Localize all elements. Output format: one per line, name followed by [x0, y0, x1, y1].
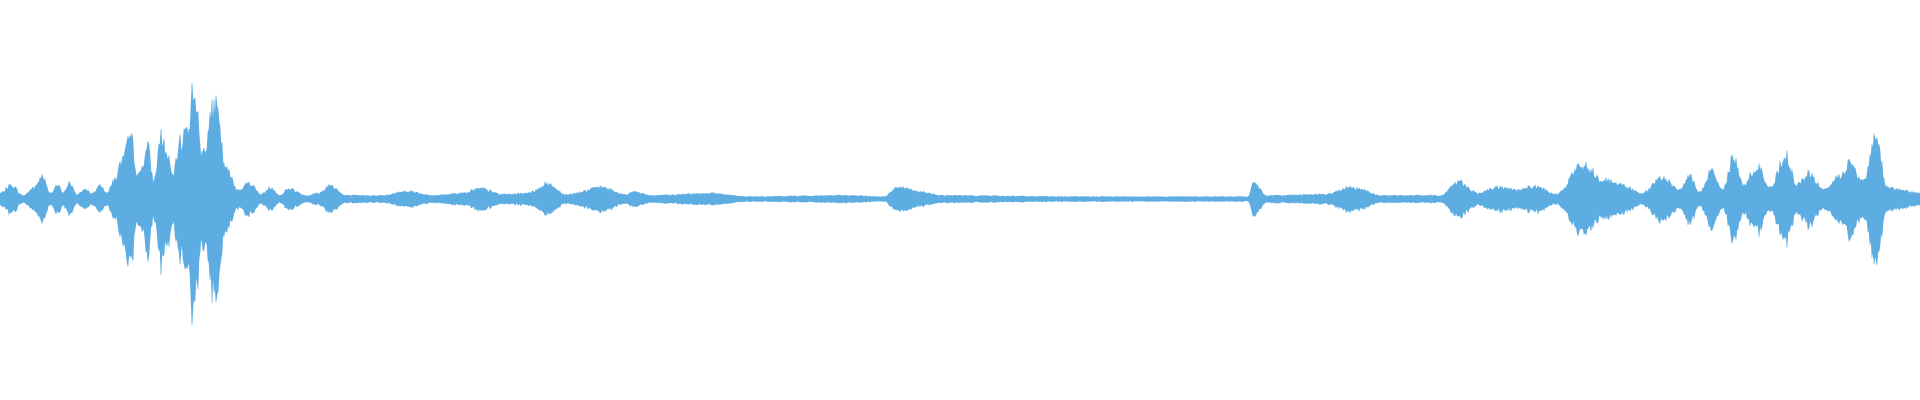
waveform-layer — [0, 82, 1920, 326]
waveform-series — [0, 82, 1920, 326]
